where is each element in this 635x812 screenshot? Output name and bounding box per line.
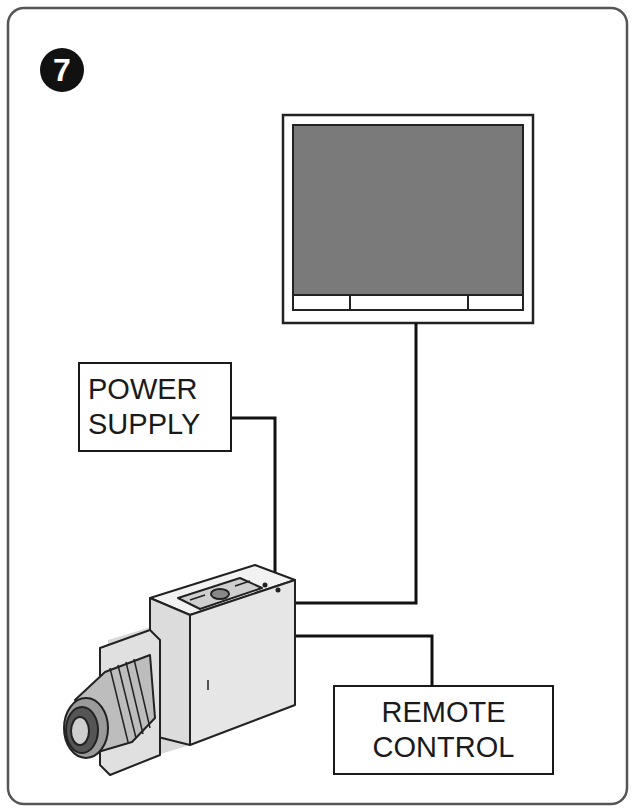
component-label: POWER SUPPLY [88,372,222,442]
component-box: REMOTE CONTROL [333,685,554,775]
monitor [283,115,533,323]
component-label: REMOTE CONTROL [345,695,542,765]
frame [8,8,627,804]
camera [64,565,295,775]
component-box: POWER SUPPLY [78,362,232,452]
callout-number: 7 [40,48,84,92]
